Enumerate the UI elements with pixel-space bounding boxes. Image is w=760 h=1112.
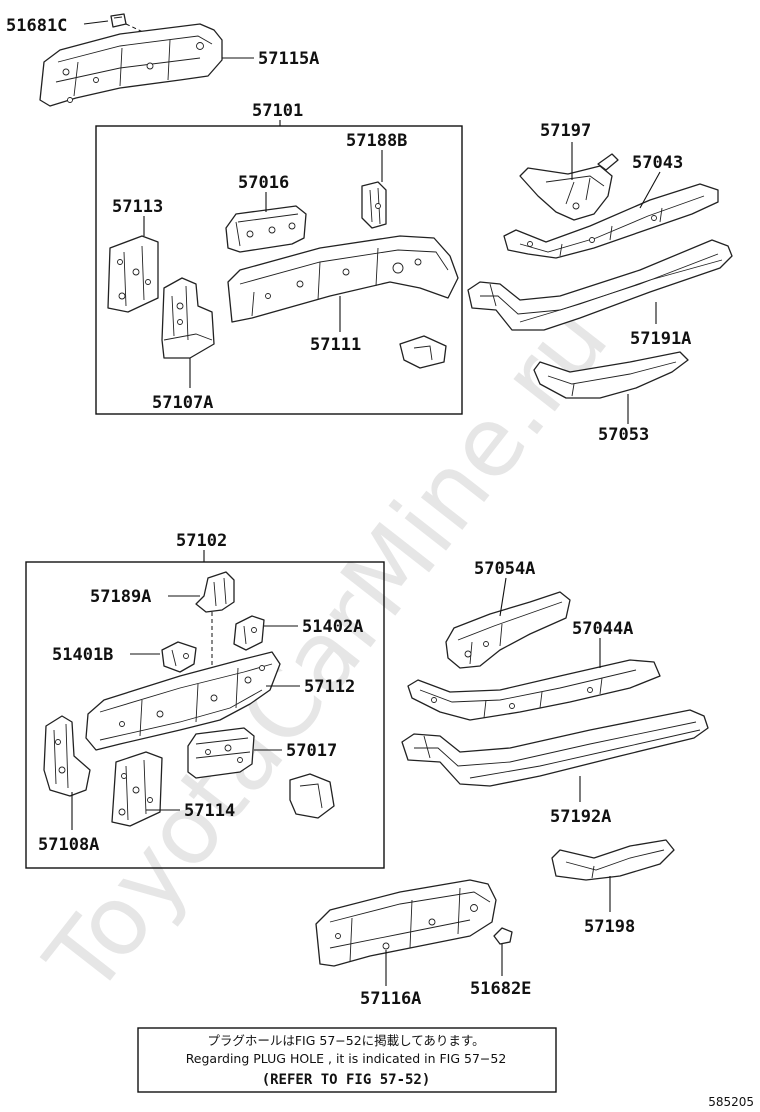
part-57108A-drawing bbox=[43, 715, 91, 797]
note-reference: (REFER TO FIG 57-52) bbox=[262, 1072, 431, 1088]
label-57197: 57197 bbox=[540, 121, 591, 141]
label-57116A: 57116A bbox=[360, 989, 421, 1009]
part-57192A-drawing bbox=[401, 709, 709, 787]
leader-57054A bbox=[499, 577, 507, 617]
label-57053: 57053 bbox=[598, 425, 649, 445]
part-57044A-drawing bbox=[407, 659, 661, 721]
note-box bbox=[137, 1027, 557, 1093]
part-51402A-drawing bbox=[233, 615, 265, 651]
leader-57043 bbox=[639, 171, 661, 209]
label-57189A: 57189A bbox=[90, 587, 151, 607]
part-57017-drawing bbox=[187, 727, 255, 779]
label-57043: 57043 bbox=[632, 153, 683, 173]
label-57108A: 57108A bbox=[38, 835, 99, 855]
part-57113-drawing bbox=[107, 235, 159, 313]
part-57102-small-bracket-drawing bbox=[289, 773, 335, 819]
label-57044A: 57044A bbox=[572, 619, 633, 639]
part-57107A-drawing bbox=[161, 277, 215, 359]
group-box-57102 bbox=[25, 561, 385, 869]
part-57189A-drawing bbox=[195, 571, 235, 613]
label-51401B: 51401B bbox=[52, 645, 113, 665]
figure-number: 585205 bbox=[708, 1095, 754, 1109]
part-57116A-drawing bbox=[315, 879, 497, 967]
label-57016: 57016 bbox=[238, 173, 289, 193]
part-57115A-drawing bbox=[39, 23, 223, 107]
label-57188B: 57188B bbox=[346, 131, 407, 151]
part-57188B-drawing bbox=[361, 181, 387, 229]
part-57043-drawing bbox=[503, 183, 719, 259]
label-57017: 57017 bbox=[286, 741, 337, 761]
part-57112-drawing bbox=[85, 651, 281, 751]
label-57111: 57111 bbox=[310, 335, 361, 355]
label-51402A: 51402A bbox=[302, 617, 363, 637]
part-57114-drawing bbox=[111, 751, 163, 827]
part-57053-drawing bbox=[533, 351, 689, 399]
part-51682E-drawing bbox=[493, 927, 513, 945]
group-box-57101 bbox=[95, 125, 463, 415]
label-57198: 57198 bbox=[584, 917, 635, 937]
label-57107A: 57107A bbox=[152, 393, 213, 413]
label-57113: 57113 bbox=[112, 197, 163, 217]
watermark: ToyotaCarMine.ru bbox=[24, 284, 629, 1015]
label-57192A: 57192A bbox=[550, 807, 611, 827]
label-57054A: 57054A bbox=[474, 559, 535, 579]
label-51682E: 51682E bbox=[470, 979, 531, 999]
note-japanese: プラグホールはFIG 57−52に掲載してあります。 bbox=[207, 1033, 484, 1048]
label-57112: 57112 bbox=[304, 677, 355, 697]
label-57114: 57114 bbox=[184, 801, 235, 821]
note-english: Regarding PLUG HOLE , it is indicated in… bbox=[186, 1051, 507, 1066]
part-57198-drawing bbox=[551, 839, 675, 881]
label-51681C: 51681C bbox=[6, 16, 67, 36]
part-51401B-drawing bbox=[161, 641, 197, 673]
label-57191A: 57191A bbox=[630, 329, 691, 349]
part-57197-drawing bbox=[519, 153, 619, 221]
label-57115A: 57115A bbox=[258, 49, 319, 69]
part-57191A-drawing bbox=[467, 239, 733, 331]
part-51681C-drawing bbox=[110, 13, 127, 28]
part-57101-small-bracket-drawing bbox=[399, 335, 447, 369]
label-57102: 57102 bbox=[176, 531, 227, 551]
label-57101: 57101 bbox=[252, 101, 303, 121]
part-57111-drawing bbox=[227, 235, 459, 323]
part-57016-drawing bbox=[225, 205, 307, 253]
leader-51681C bbox=[83, 20, 109, 25]
part-57054A-drawing bbox=[445, 591, 571, 669]
